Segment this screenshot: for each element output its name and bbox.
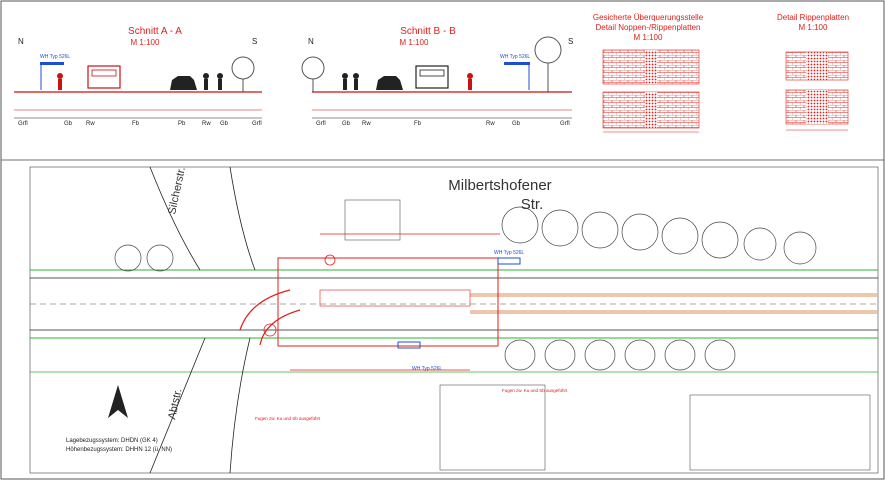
section-a-south: S bbox=[252, 37, 257, 46]
section-a-pedestrian-icon-2 bbox=[203, 73, 209, 79]
section-b-b: Schnitt B - B M 1:100 N S WH Typ 526L Gr… bbox=[301, 26, 573, 127]
section-a-a: Schnitt A - A M 1:100 N S WH Typ 526L Gr… bbox=[14, 26, 262, 127]
svg-text:Rw: Rw bbox=[86, 121, 95, 127]
svg-text:Gb: Gb bbox=[64, 121, 73, 127]
street-label-milbertshofener-2: Str. bbox=[521, 196, 544, 213]
svg-text:Gb: Gb bbox=[220, 121, 229, 127]
section-b-bus-icon bbox=[415, 65, 449, 89]
crossing-scale: M 1:100 bbox=[634, 33, 663, 42]
bus-stop-south bbox=[397, 341, 421, 349]
section-b-car-icon bbox=[376, 76, 403, 90]
svg-text:Rw: Rw bbox=[362, 121, 371, 127]
svg-text:Pb: Pb bbox=[178, 121, 186, 127]
crossing-title-2: Detail Noppen-/Rippenplatten bbox=[596, 23, 701, 32]
bus-stop-label-north: WH Typ 526L bbox=[494, 250, 524, 256]
section-b-title: Schnitt B - B bbox=[400, 26, 456, 37]
section-b-pedestrian-icon bbox=[342, 73, 348, 79]
svg-text:Rw: Rw bbox=[202, 121, 211, 127]
street-label-milbertshofener: Milbertshofener bbox=[448, 177, 551, 194]
section-a-north: N bbox=[18, 37, 24, 46]
section-b-scale: M 1:100 bbox=[400, 38, 429, 47]
svg-text:Fb: Fb bbox=[414, 121, 422, 127]
section-a-pedestrian-icon bbox=[57, 73, 63, 79]
joint-note-1: Fugen zw. Ku und Sb ausgeführt bbox=[502, 388, 568, 393]
crossing-title-1: Gesicherte Überquerungsstelle bbox=[593, 13, 704, 22]
north-arrow-icon bbox=[108, 385, 128, 418]
construction-area bbox=[239, 233, 500, 371]
joint-note-2: Fugen zw. Ku und Sb ausgeführt bbox=[255, 416, 321, 421]
crossing-detail: Gesicherte Überquerungsstelle Detail Nop… bbox=[593, 13, 704, 133]
section-a-title: Schnitt A - A bbox=[128, 26, 182, 37]
section-a-zone-labels: Grfl Gb Rw Fb Pb Rw Gb Grfl bbox=[18, 121, 262, 127]
section-b-shelter-icon bbox=[504, 62, 530, 65]
svg-text:Fb: Fb bbox=[132, 121, 140, 127]
svg-text:Grfl: Grfl bbox=[252, 121, 262, 127]
section-a-scale: M 1:100 bbox=[131, 38, 160, 47]
rib-detail: Detail Rippenplatten M 1:100 bbox=[777, 13, 849, 131]
section-b-zone-labels: Grfl Gb Rw Fb Rw Gb Grfl bbox=[316, 121, 570, 127]
section-b-south: S bbox=[568, 37, 573, 46]
bus-stop-north bbox=[497, 257, 521, 265]
section-a-stop-label: WH Typ 526L bbox=[40, 54, 70, 60]
height-system: Höhenbezugssystem: DHHN 12 (ü. NN) bbox=[66, 447, 172, 453]
rib-detail-title: Detail Rippenplatten bbox=[777, 13, 849, 22]
section-b-north: N bbox=[308, 37, 314, 46]
svg-text:Rw: Rw bbox=[486, 121, 495, 127]
bus-stop-label-south: WH Typ 526L bbox=[412, 366, 442, 372]
coordinate-system: Lagebezugssystem: DHDN (GK 4) bbox=[66, 438, 158, 444]
rib-detail-scale: M 1:100 bbox=[799, 23, 828, 32]
svg-text:Grfl: Grfl bbox=[18, 121, 28, 127]
tree-row bbox=[114, 206, 817, 371]
svg-text:Grfl: Grfl bbox=[560, 121, 570, 127]
section-b-stop-label: WH Typ 526L bbox=[500, 54, 530, 60]
section-a-car-icon bbox=[170, 76, 197, 90]
svg-text:Gb: Gb bbox=[342, 121, 351, 127]
svg-text:Gb: Gb bbox=[512, 121, 521, 127]
section-a-shelter-icon bbox=[40, 62, 64, 65]
section-a-bus-icon bbox=[87, 65, 121, 89]
svg-text:Grfl: Grfl bbox=[316, 121, 326, 127]
